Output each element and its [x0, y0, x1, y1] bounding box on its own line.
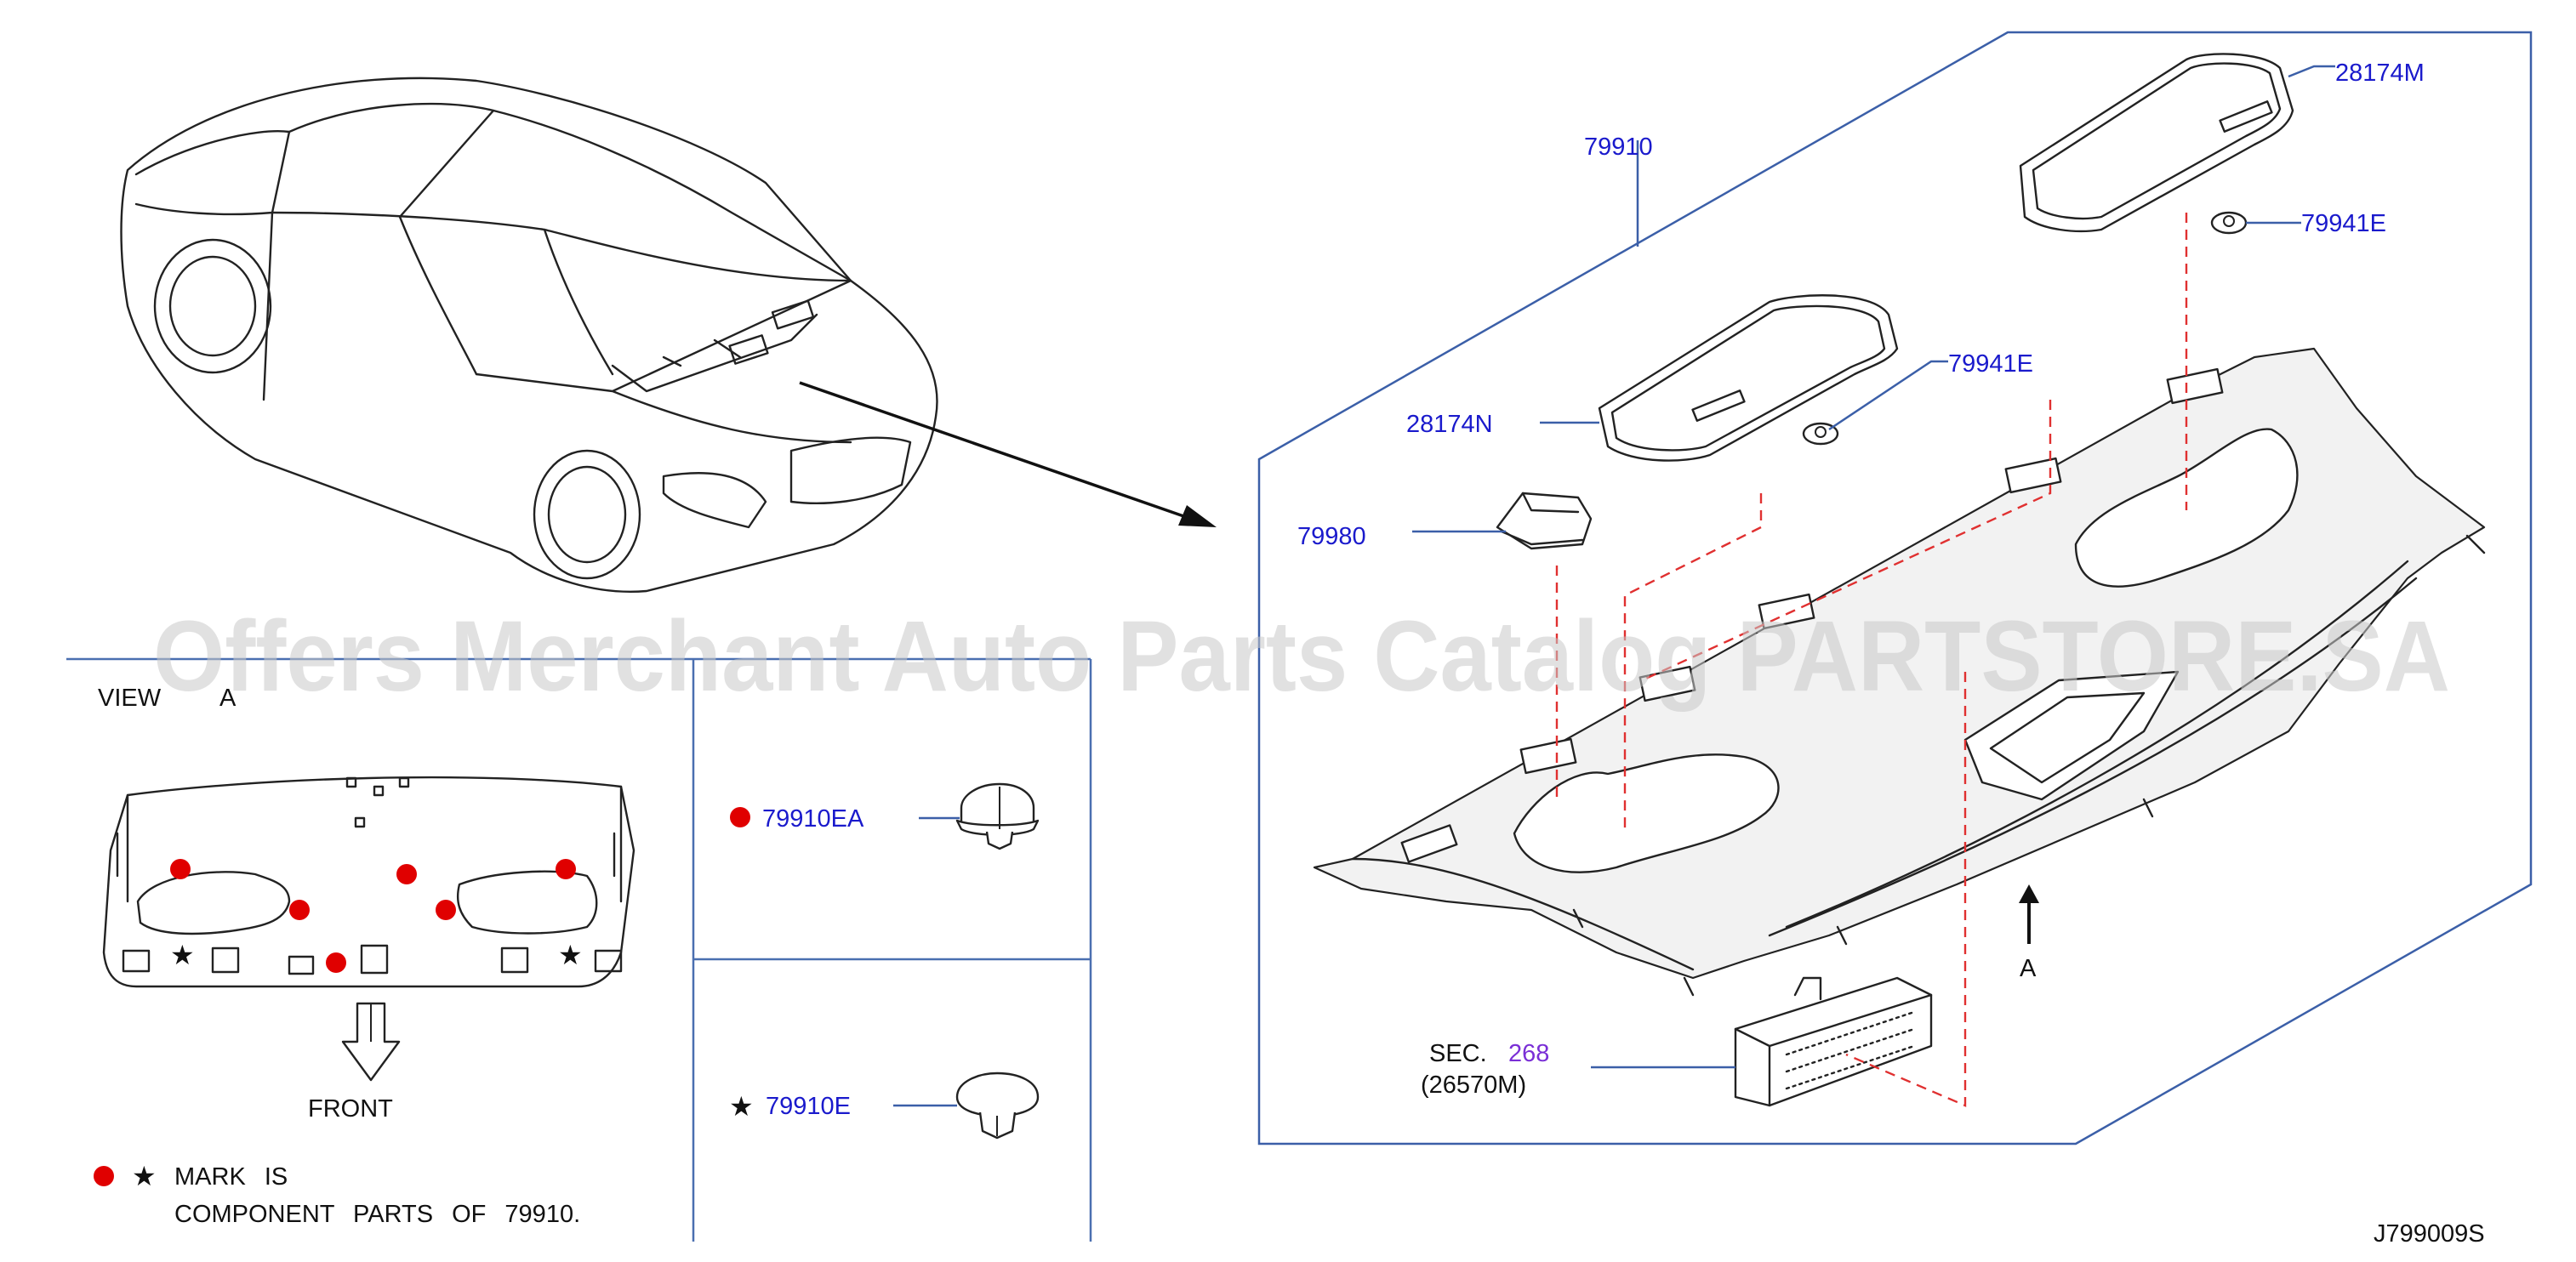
label-79980: 79980 [1297, 523, 1366, 550]
red-dot-icon [730, 807, 750, 827]
dashed-guides [1555, 213, 2188, 1107]
diagram-code: J799009S [2374, 1220, 2485, 1248]
view-a-arrow-icon [2019, 884, 2039, 944]
red-dot-icon [170, 859, 191, 879]
star-icon: ★ [132, 1160, 157, 1192]
clip-79910EA-drawing [955, 782, 1040, 850]
star-icon: ★ [170, 939, 195, 971]
label-view-arrow-a: A [2020, 955, 2037, 982]
rear-parcel-shelf-trim [1313, 347, 2486, 997]
view-a-shelf [102, 776, 635, 988]
view-a-title: VIEW [98, 685, 162, 712]
speaker-26570M [1734, 976, 1933, 1107]
clip-79910E-drawing [955, 1072, 1040, 1140]
panel-28174M [2019, 53, 2294, 233]
view-a-panel-lines [66, 657, 1092, 1242]
label-26570M: (26570M) [1421, 1072, 1526, 1099]
car-illustration [120, 77, 938, 593]
star-icon-markers: ★ ★ [170, 939, 583, 971]
label-79941E-mid: 79941E [1948, 350, 2033, 378]
clip-79941E-top [2210, 211, 2248, 235]
view-a-title-letter: A [219, 685, 237, 712]
label-79910E: 79910E [766, 1093, 851, 1120]
label-79941E-top: 79941E [2301, 210, 2386, 237]
red-dot-icon [94, 1166, 114, 1186]
red-dot-icon [396, 864, 417, 884]
star-icon: ★ [558, 939, 583, 971]
leader-lines [1412, 65, 2335, 1069]
legend-mark-line1: MARK IS [174, 1163, 288, 1191]
panel-28174N [1598, 294, 1899, 462]
red-dot-icon [289, 900, 310, 920]
lamp-79980 [1496, 492, 1593, 550]
star-icon: ★ [729, 1090, 754, 1123]
watermark: Offers Merchant Auto Parts Catalog PARTS… [153, 600, 2450, 713]
red-dot-icon [436, 900, 456, 920]
label-79910EA: 79910EA [762, 805, 864, 833]
label-28174N: 28174N [1406, 411, 1493, 438]
red-dot-icon [556, 859, 576, 879]
label-sec-prefix: SEC. [1429, 1040, 1487, 1067]
legend-mark-line2: COMPONENT PARTS OF 79910. [174, 1201, 580, 1228]
label-28174M: 28174M [2335, 60, 2425, 87]
red-dot-icon-markers [170, 859, 576, 973]
section-link-268[interactable]: 268 [1508, 1040, 1549, 1067]
label-79910: 79910 [1584, 134, 1653, 161]
arrow-down-icon [341, 1002, 401, 1082]
red-dot-icon [326, 952, 346, 973]
pointer-arrow [799, 381, 1217, 527]
exploded-view-frame [1257, 31, 2533, 1145]
front-label: FRONT [308, 1095, 393, 1123]
